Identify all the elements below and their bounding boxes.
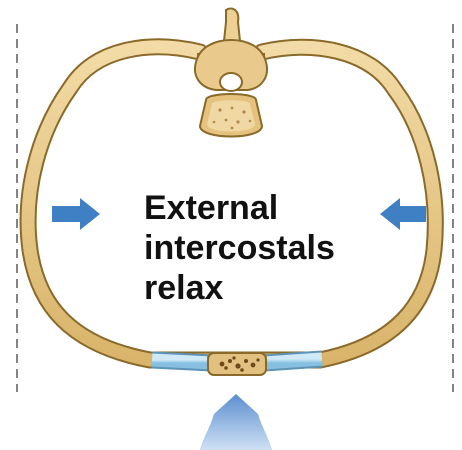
- arrow-right-icon: [52, 198, 100, 230]
- vertebra: [195, 9, 267, 137]
- caption-line-1: External: [144, 188, 384, 228]
- caption-line-3: relax: [144, 268, 384, 308]
- arrow-left-icon: [380, 198, 426, 230]
- caption-line-2: intercostals: [144, 228, 384, 268]
- arrow-up-icon: [200, 394, 272, 450]
- diagram-caption: External intercostals relax: [144, 188, 384, 308]
